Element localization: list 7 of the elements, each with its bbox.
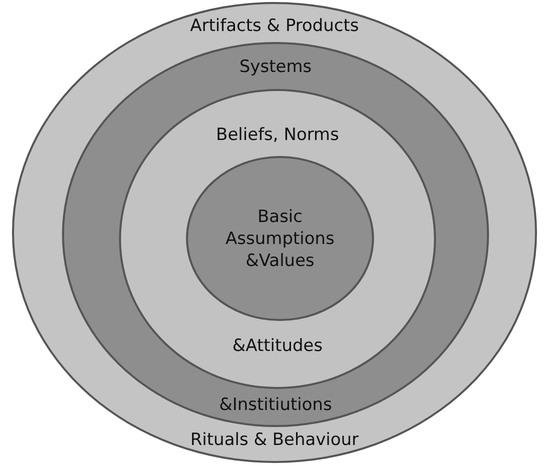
layer-label: &Attitudes <box>231 336 324 357</box>
layer-label: Rituals & Behaviour <box>189 430 360 451</box>
layer-label: Artifacts & Products <box>189 16 360 37</box>
layer-label: Systems <box>238 57 313 78</box>
layer-label: &Institiutions <box>218 395 333 416</box>
layer-label: Beliefs, Norms <box>215 125 340 146</box>
layer-label: Basic Assumptions &Values <box>224 206 336 272</box>
